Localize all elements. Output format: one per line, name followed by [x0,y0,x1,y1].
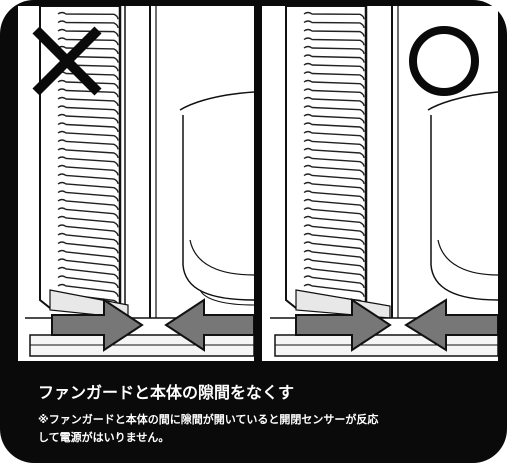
grill-slat [303,190,365,202]
arrow-left-right-panel [404,298,498,352]
grill-slat [303,96,365,107]
grill-slat [303,122,365,133]
grill-slat [303,249,365,263]
grill-slat [303,232,365,245]
grill-slat [57,198,119,211]
grill-slat [303,215,365,228]
grill-slat [303,181,365,193]
grill-slat [57,105,119,115]
grill-slat [303,54,365,63]
grill-slat [303,105,365,115]
grill-slat [303,198,365,211]
grill-slat [57,113,119,124]
fan-guard-right [285,6,393,319]
grill-slat [57,156,119,167]
grill-slat [57,232,119,245]
unit-body-right [397,6,498,318]
grill-slat [303,79,365,89]
grill-slat [303,62,365,72]
grill-slat [57,130,119,141]
grill-slat [57,45,119,55]
arrow-left-left-panel [164,298,254,352]
arrow-right-right-panel [295,298,392,352]
grill-slat [57,96,119,107]
grill-slat [57,275,119,289]
panel-correct [270,6,498,357]
grill-slat [303,139,365,150]
grill-slat [57,215,119,228]
grill-slat [57,122,119,133]
caption-note: ※ファンガードと本体の間に隙間が開いていると開閉センサーが反応 して電源がはいり… [38,411,493,447]
grill-slat [57,283,119,297]
grill-slat [303,37,365,46]
grill-slat [57,88,119,98]
caption-note-line-2: して電源がはいりません。 [38,431,170,444]
grill-slat [57,190,119,202]
grill-slat [57,249,119,263]
grill-slat [57,181,119,193]
grill-slat [57,207,119,219]
grill-slat [303,28,365,37]
grill-slat [57,258,119,271]
grill-slat [303,45,365,55]
grill-slat [303,71,365,81]
incorrect-x-mark [32,26,102,96]
grill-slat [57,147,119,159]
grill-slat [303,283,365,297]
grill-slat [303,130,365,141]
grill-slat [57,173,119,185]
grill-slat [303,173,365,185]
grill-slat [303,258,365,271]
grill-slat [303,20,365,29]
grill-slat [303,266,365,280]
grill-slat [303,147,365,159]
grill-slat [57,224,119,237]
caption-note-line-1: ※ファンガードと本体の間に隙間が開いていると開閉センサーが反応 [38,413,379,426]
grill-slat [303,156,365,167]
caption-title: ファンガードと本体の隙間をなくす [38,383,295,402]
correct-o-mark [409,26,479,96]
grill-slat [303,241,365,254]
unit-body-left [149,6,254,318]
grill-slat [57,11,119,20]
grill-slat [57,20,119,29]
grill-slat [57,164,119,176]
grill-slat [303,164,365,176]
grill-slat [303,88,365,98]
grill-slat [57,139,119,150]
grill-slat [57,266,119,280]
arrow-right-left-panel [51,298,144,352]
grill-slat [303,113,365,124]
grill-slat [303,224,365,237]
grill-slat [303,207,365,219]
grill-slat [303,11,365,20]
grill-slat [57,241,119,254]
panel-divider [254,6,262,361]
grill-slat [303,275,365,289]
